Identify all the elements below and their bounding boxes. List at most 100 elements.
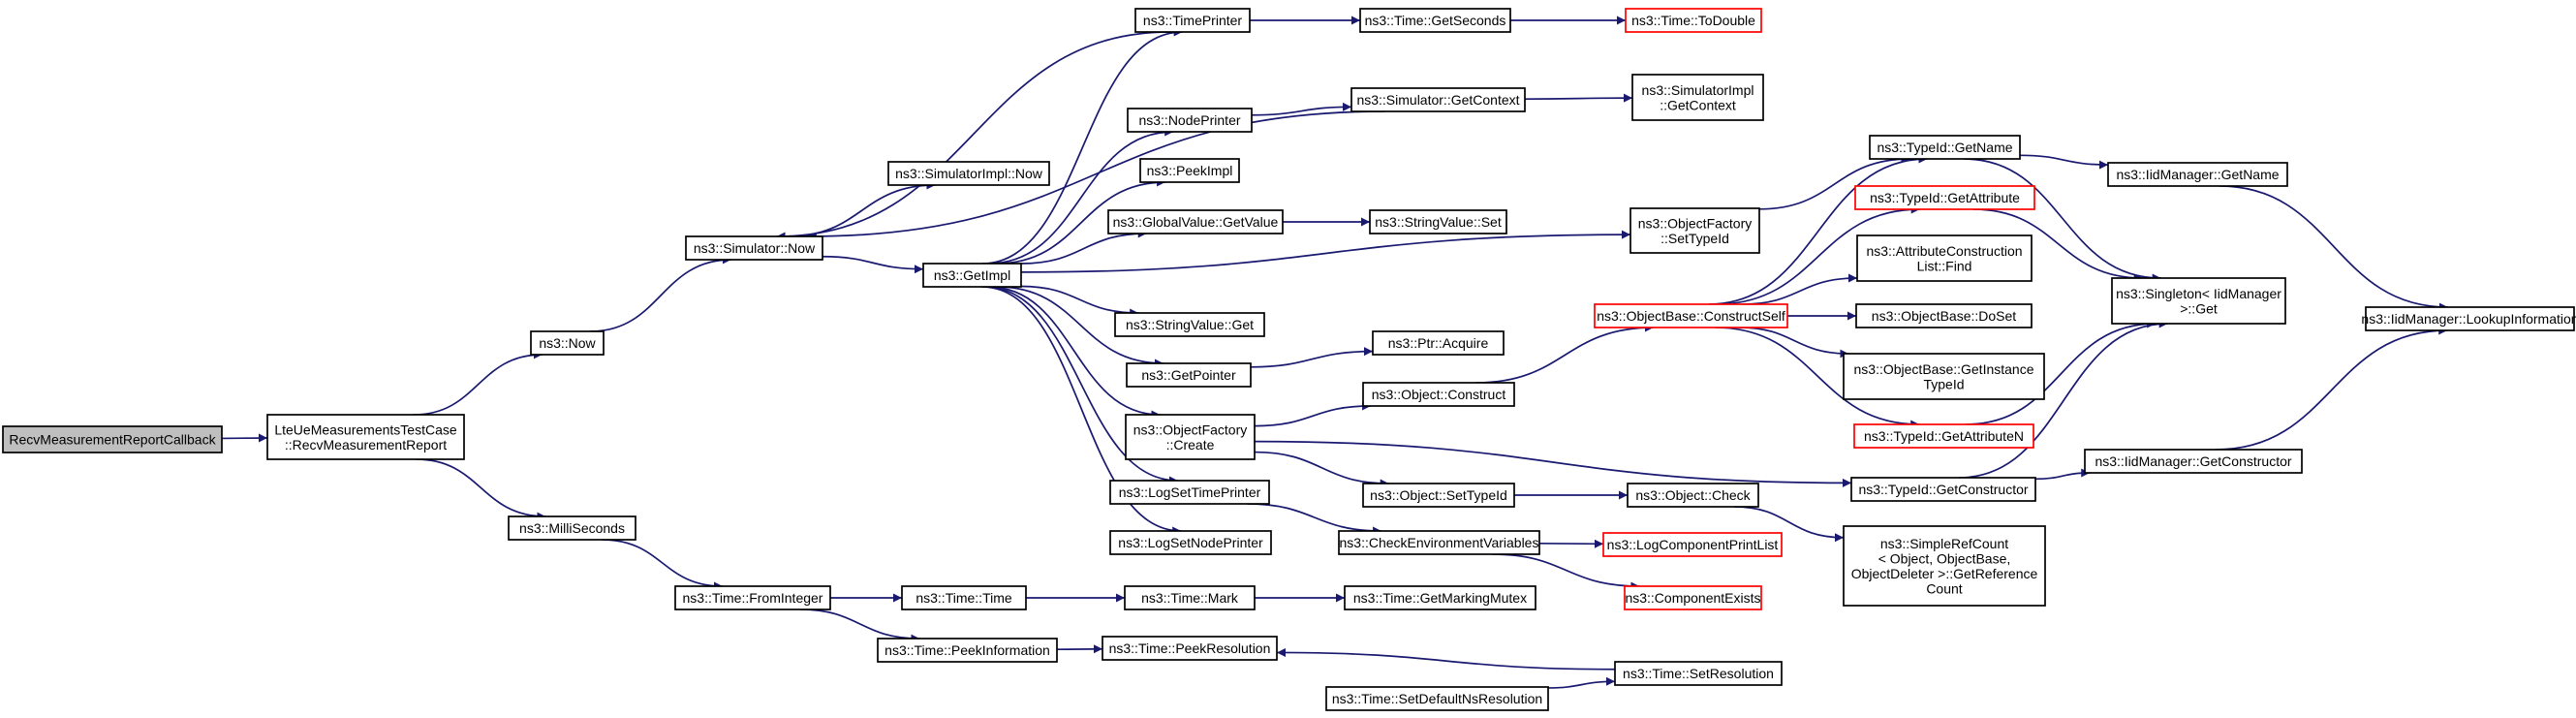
node-of-create[interactable]: ns3::ObjectFactory::Create: [1125, 414, 1256, 460]
edge-recv_report-to-milliseconds: [416, 458, 546, 521]
node-label: ns3::SimulatorImpl: [1642, 82, 1754, 98]
node-typeid-getattributen[interactable]: ns3::TypeId::GetAttributeN: [1853, 423, 2034, 449]
node-iidmgr-lookup[interactable]: ns3::IidManager::LookupInformation: [2361, 306, 2576, 331]
node-simimpl-getcontext[interactable]: ns3::SimulatorImpl::GetContext: [1631, 74, 1764, 121]
node-ob-constructself[interactable]: ns3::ObjectBase::ConstructSelf: [1594, 303, 1788, 328]
edge-getimpl-to-logsetnodeprinter: [981, 286, 1182, 536]
node-sv-get[interactable]: ns3::StringValue::Get: [1114, 312, 1265, 337]
node-time-setresolution[interactable]: ns3::Time::SetResolution: [1614, 661, 1783, 686]
edge-ob_constructself-to-typeid_getattributen: [1715, 327, 1920, 429]
node-obj-check[interactable]: ns3::Object::Check: [1627, 483, 1759, 508]
node-of-settypeid[interactable]: ns3::ObjectFactory::SetTypeId: [1629, 207, 1760, 254]
node-iidmgr-getname[interactable]: ns3::IidManager::GetName: [2107, 162, 2288, 187]
node-box: [1325, 686, 1549, 711]
node-time-frominteger[interactable]: ns3::Time::FromInteger: [674, 585, 831, 610]
node-label: ns3::Time::SetResolution: [1623, 666, 1774, 681]
node-label: RecvMeasurementReportCallback: [9, 432, 216, 448]
node-simplerefcount[interactable]: ns3::SimpleRefCount< Object, ObjectBase,…: [1843, 525, 2046, 607]
edge-sim_getcontext-to-simimpl_getcontext: [1524, 93, 1633, 103]
node-getpointer[interactable]: ns3::GetPointer: [1126, 362, 1252, 388]
node-time-setdefaultnsresolution[interactable]: ns3::Time::SetDefaultNsResolution: [1325, 686, 1549, 711]
node-box: [1853, 423, 2034, 449]
node-label: ns3::Simulator::Now: [694, 240, 816, 256]
edge-of_create-to-obj_construct: [1254, 401, 1372, 427]
node-simimpl-now[interactable]: ns3::SimulatorImpl::Now: [887, 161, 1050, 186]
node-label: ns3::Object::Construct: [1372, 387, 1506, 402]
node-recv-report[interactable]: LteUeMeasurementsTestCase::RecvMeasureme…: [266, 414, 465, 460]
node-box: [266, 414, 465, 460]
node-label: ns3::ObjectBase::ConstructSelf: [1597, 308, 1785, 324]
node-time-getmarkingmutex[interactable]: ns3::Time::GetMarkingMutex: [1344, 585, 1536, 610]
node-peekimpl[interactable]: ns3::PeekImpl: [1139, 158, 1240, 183]
node-box: [877, 638, 1058, 663]
node-label: ns3::Time::Time: [916, 590, 1012, 606]
node-box: [1631, 74, 1764, 121]
node-box: [1109, 480, 1270, 505]
node-root[interactable]: RecvMeasurementReportCallback: [2, 425, 223, 453]
node-time-peekinformation[interactable]: ns3::Time::PeekInformation: [877, 638, 1058, 663]
node-label: ns3::LogComponentPrintList: [1607, 537, 1779, 552]
node-time-peekresolution[interactable]: ns3::Time::PeekResolution: [1102, 636, 1278, 661]
node-time-time[interactable]: ns3::Time::Time: [901, 585, 1027, 610]
edge-getimpl-to-peekimpl: [996, 177, 1166, 265]
node-box: [1594, 303, 1788, 328]
node-box: [2111, 277, 2286, 325]
node-getimpl[interactable]: ns3::GetImpl: [922, 263, 1022, 288]
node-gv-getvalue[interactable]: ns3::GlobalValue::GetValue: [1107, 209, 1284, 234]
node-obj-settypeid[interactable]: ns3::Object::SetTypeId: [1362, 483, 1515, 508]
node-logcomp-printlist[interactable]: ns3::LogComponentPrintList: [1602, 532, 1783, 557]
node-sim-getcontext[interactable]: ns3::Simulator::GetContext: [1350, 87, 1526, 112]
edge-getimpl-to-logsettimeprinter: [983, 286, 1178, 485]
node-nodeprinter[interactable]: ns3::NodePrinter: [1127, 108, 1253, 133]
edge-getimpl-to-of_settypeid: [1020, 230, 1631, 273]
node-singleton-get[interactable]: ns3::Singleton< IidManager >::Get: [2111, 277, 2286, 325]
edge-time_frominteger-to-time_peekinformation: [800, 609, 920, 643]
node-sv-set[interactable]: ns3::StringValue::Set: [1369, 209, 1507, 234]
edge-ob_constructself-to-acl_find: [1742, 273, 1858, 305]
node-label: ns3::TypeId::GetAttribute: [1870, 190, 2020, 205]
call-nodes: RecvMeasurementReportCallback LteUeMeasur…: [2, 8, 2576, 711]
node-label: ns3::Time::SetDefaultNsResolution: [1332, 691, 1542, 706]
node-obj-construct[interactable]: ns3::Object::Construct: [1362, 382, 1515, 407]
node-iidmgr-getconstructor[interactable]: ns3::IidManager::GetConstructor: [2084, 449, 2303, 474]
node-ob-doset[interactable]: ns3::ObjectBase::DoSet: [1855, 303, 2033, 328]
node-time-getseconds[interactable]: ns3::Time::GetSeconds: [1359, 8, 1511, 33]
node-label: ns3::Ptr::Acquire: [1388, 335, 1489, 351]
node-box: [1125, 414, 1256, 460]
node-label: ns3::Time::Mark: [1141, 590, 1239, 606]
node-label: ::SetTypeId: [1660, 231, 1729, 246]
node-time-todouble[interactable]: ns3::Time::ToDouble: [1625, 8, 1762, 33]
node-check-env[interactable]: ns3::CheckEnvironmentVariables: [1338, 530, 1540, 555]
node-now[interactable]: ns3::Now: [530, 330, 605, 356]
node-box: [1856, 234, 2033, 282]
node-comp-exists[interactable]: ns3::ComponentExists: [1624, 585, 1762, 610]
edge-logsettimeprinter-to-check_env: [1247, 503, 1382, 536]
node-sim-now[interactable]: ns3::Simulator::Now: [685, 235, 823, 261]
edge-recv_report-to-now: [413, 350, 543, 416]
edge-getimpl-to-gv_getvalue: [1020, 229, 1147, 265]
edge-nodeprinter-to-sim_getcontext: [1251, 102, 1352, 116]
node-label: ns3::Singleton< IidManager: [2116, 286, 2281, 301]
node-typeid-getname[interactable]: ns3::TypeId::GetName: [1869, 135, 2021, 160]
edge-sim_now-to-getimpl: [822, 255, 924, 274]
edge-iidmgr_getname-to-iidmgr_lookup: [2219, 185, 2448, 312]
edge-getimpl-to-getpointer: [997, 286, 1164, 368]
node-box: [1627, 483, 1759, 508]
node-timeprinter[interactable]: ns3::TimePrinter: [1134, 8, 1251, 33]
node-box: [674, 585, 831, 610]
node-label: ::RecvMeasurementReport: [285, 437, 447, 453]
node-label: ns3::Now: [539, 335, 596, 351]
node-typeid-getattribute[interactable]: ns3::TypeId::GetAttribute: [1854, 185, 2035, 210]
node-box: [1362, 382, 1515, 407]
node-logsettimeprinter[interactable]: ns3::LogSetTimePrinter: [1109, 480, 1270, 505]
node-box: [1134, 8, 1251, 33]
node-typeid-getconstructor[interactable]: ns3::TypeId::GetConstructor: [1850, 477, 2036, 502]
node-time-mark[interactable]: ns3::Time::Mark: [1124, 585, 1256, 610]
node-milliseconds[interactable]: ns3::MilliSeconds: [508, 515, 636, 541]
node-logsetnodeprinter[interactable]: ns3::LogSetNodePrinter: [1109, 530, 1272, 555]
edge-getpointer-to-ptr_acquire: [1250, 347, 1374, 368]
edge-time_setdefaultnsresolution-to-time_setresolution: [1547, 676, 1616, 689]
node-ptr-acquire[interactable]: ns3::Ptr::Acquire: [1372, 330, 1505, 356]
